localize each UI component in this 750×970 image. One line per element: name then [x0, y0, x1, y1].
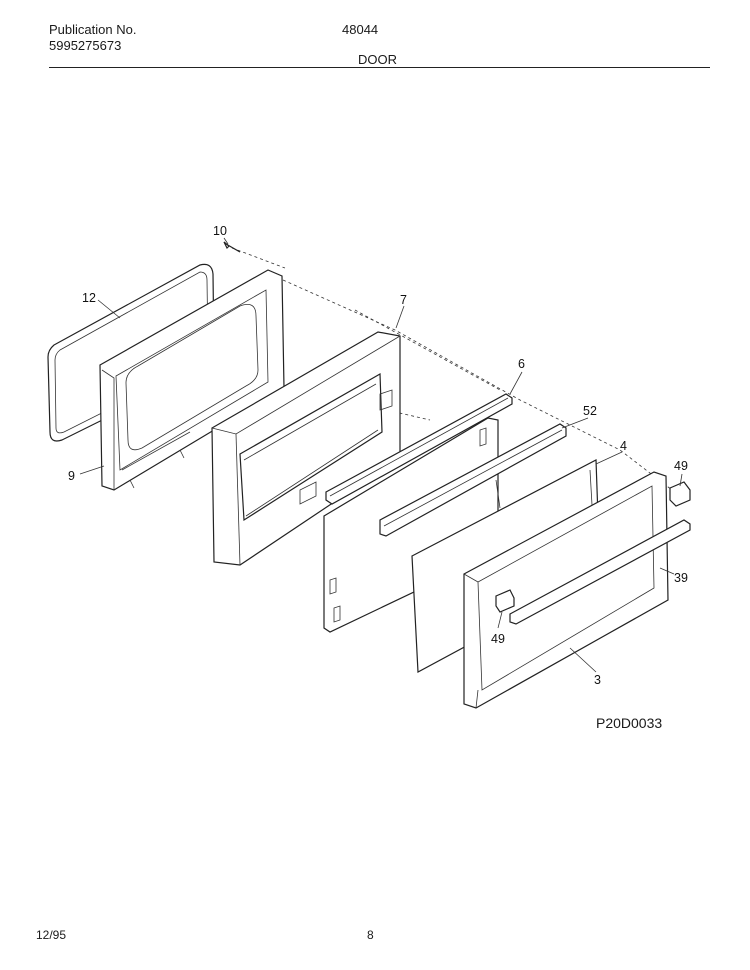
- part-49-clip-left: [495, 589, 515, 613]
- assembly-line: [354, 309, 501, 391]
- leader-line: [79, 465, 105, 475]
- callout-52: 52: [583, 404, 597, 418]
- callout-9: 9: [68, 469, 75, 483]
- model-number: 48044: [342, 22, 379, 37]
- callout-39: 39: [674, 571, 688, 585]
- header-rule: [49, 67, 710, 68]
- part-52-rail: [379, 423, 567, 537]
- leader-line: [497, 611, 503, 629]
- leader-line: [595, 451, 623, 465]
- leader-line: [395, 305, 405, 329]
- part-10-screw: [223, 241, 241, 253]
- leader-line: [569, 647, 597, 673]
- callout-6: 6: [518, 357, 525, 371]
- leader-line: [659, 567, 675, 575]
- callout-12: 12: [82, 291, 96, 305]
- callout-49-left: 49: [491, 632, 505, 646]
- footer-date: 12/95: [36, 928, 67, 942]
- callout-7: 7: [400, 293, 407, 307]
- leader-line: [561, 417, 589, 429]
- part-6-top-channel: [325, 393, 513, 505]
- footer-page-number: 8: [367, 928, 374, 942]
- diagram-reference-code: P20D0033: [596, 715, 663, 731]
- assembly-line: [282, 279, 673, 491]
- publication-label: Publication No.: [49, 22, 137, 37]
- publication-number: 5995275673: [49, 38, 122, 53]
- part-9-inner-panel: [99, 269, 285, 491]
- leader-line: [679, 473, 683, 487]
- part-49-clip-right: [669, 481, 691, 507]
- callout-3: 3: [594, 673, 601, 687]
- callout-10: 10: [213, 224, 227, 238]
- leader-line: [223, 237, 229, 245]
- section-title: DOOR: [358, 52, 397, 67]
- leader-line: [509, 371, 523, 395]
- callout-49-right: 49: [674, 459, 688, 473]
- leader-line: [97, 299, 121, 319]
- callout-4: 4: [620, 439, 627, 453]
- part-39-handle: [509, 519, 691, 625]
- assembly-line: [231, 247, 286, 269]
